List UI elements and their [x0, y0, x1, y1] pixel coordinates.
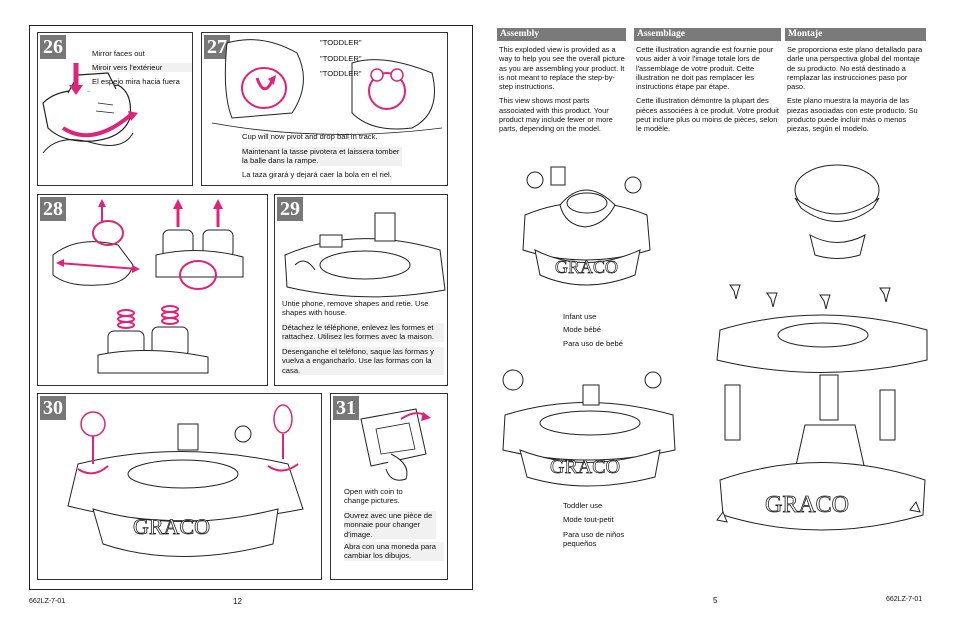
- infant-caption-es: Para uso de bebé: [563, 339, 623, 348]
- toddler-label-1: "TODDLER": [320, 38, 362, 47]
- right-doc-code: 662LZ-7-01: [886, 596, 923, 603]
- montaje-paragraph-2: Este plano muestra la mayoría de las pie…: [787, 96, 918, 134]
- step-31-caption-es: Abra con una moneda para cambiar los dib…: [344, 542, 444, 561]
- assembly-paragraph-2: This view shows most parts associated wi…: [499, 96, 613, 134]
- step-27-caption-es: La taza girará y dejará caer la bola en …: [242, 170, 392, 179]
- step-26-panel: 26 Mirror faces out Miroir vers l'extéri…: [37, 32, 193, 186]
- step-27-caption-fr: Maintenant la tasse pivotera et laissera…: [242, 147, 402, 166]
- step-26-caption-es: El espejo mira hacia fuera: [92, 77, 180, 86]
- infant-caption-en: Infant use: [563, 312, 597, 321]
- step-26-caption-fr: Miroir vers l'extérieur: [92, 63, 192, 73]
- step-29-caption-es: Desenganche el teléfono, saque las forma…: [282, 347, 444, 376]
- step-27-panel: 27 "TODDLER" "TODDLER" "TODDLER" Cup wil…: [201, 32, 448, 186]
- assemblage-header: Assemblage: [634, 28, 781, 41]
- toddler-label-2: "TODDLER": [320, 54, 362, 63]
- step-31-caption-en: Open with coin to change pictures.: [344, 487, 403, 506]
- left-doc-code: 662LZ-7-01: [29, 598, 66, 605]
- step-29-caption-fr: Détachez le téléphone, enlevez les forme…: [282, 323, 444, 342]
- step-number: 28: [40, 197, 66, 221]
- graco-logo: GRACO: [133, 514, 210, 539]
- toddler-caption-fr: Mode tout-petit: [563, 515, 614, 524]
- right-page-number: 5: [713, 596, 718, 605]
- step-31-caption-fr: Ouvrez avec une pièce de monnaie pour ch…: [344, 511, 436, 540]
- step-31-panel: 31 Open with coin to change pictures. Ou…: [330, 393, 448, 580]
- graco-logo: GRACO: [765, 492, 849, 518]
- toy-removal-illustration: [38, 199, 267, 385]
- step-30-panel: 30 GRACO: [37, 393, 322, 580]
- toddler-use-illustration: GRACO: [495, 365, 680, 495]
- step-27-caption-en: Cup will now pivot and drop ball in trac…: [242, 132, 378, 141]
- coin-open-illustration: [331, 394, 431, 579]
- step-29-caption-en: Untie phone, remove shapes and retie. Us…: [282, 299, 429, 318]
- exploded-view-illustration: GRACO: [705, 160, 935, 555]
- assemblage-paragraph-2: Cette illustration démontre la plupart d…: [636, 96, 779, 134]
- toddler-label-3: "TODDLER": [320, 69, 362, 78]
- assembly-column: This exploded view is provided as a way …: [499, 45, 625, 139]
- assemblage-paragraph-1: Cette illustration agrandie est fournie …: [636, 45, 774, 92]
- infant-use-illustration: GRACO: [515, 155, 655, 295]
- graco-logo: GRACO: [555, 257, 618, 277]
- toys-attach-illustration: GRACO: [38, 394, 321, 579]
- toddler-caption-en: Toddler use: [563, 501, 603, 510]
- step-number: 30: [40, 396, 66, 420]
- step-28-panel: 28: [37, 194, 268, 386]
- assembly-paragraph-1: This exploded view is provided as a way …: [499, 45, 625, 92]
- step-26-caption-en: Mirror faces out: [92, 49, 145, 58]
- assembly-header: Assembly: [497, 28, 626, 41]
- step-number: 31: [333, 396, 359, 420]
- assemblage-column: Cette illustration agrandie est fournie …: [636, 45, 779, 139]
- graco-logo: GRACO: [550, 456, 620, 478]
- cup-illustration: [202, 33, 447, 185]
- phone-shapes-illustration: [275, 195, 447, 385]
- toddler-caption-es: Para uso de niños pequeños: [563, 530, 625, 549]
- step-29-panel: 29 Untie phone, remove shapes and retie.…: [274, 194, 448, 386]
- mirror-illustration: [38, 33, 138, 185]
- left-page-number: 12: [233, 597, 242, 606]
- step-number: 29: [277, 197, 303, 221]
- montaje-column: Se proporciona este plano detallado para…: [787, 45, 925, 139]
- step-number: 26: [40, 35, 66, 59]
- montaje-header: Montaje: [785, 28, 926, 41]
- montaje-paragraph-1: Se proporciona este plano detallado para…: [787, 45, 923, 92]
- infant-caption-fr: Mode bébé: [563, 325, 601, 334]
